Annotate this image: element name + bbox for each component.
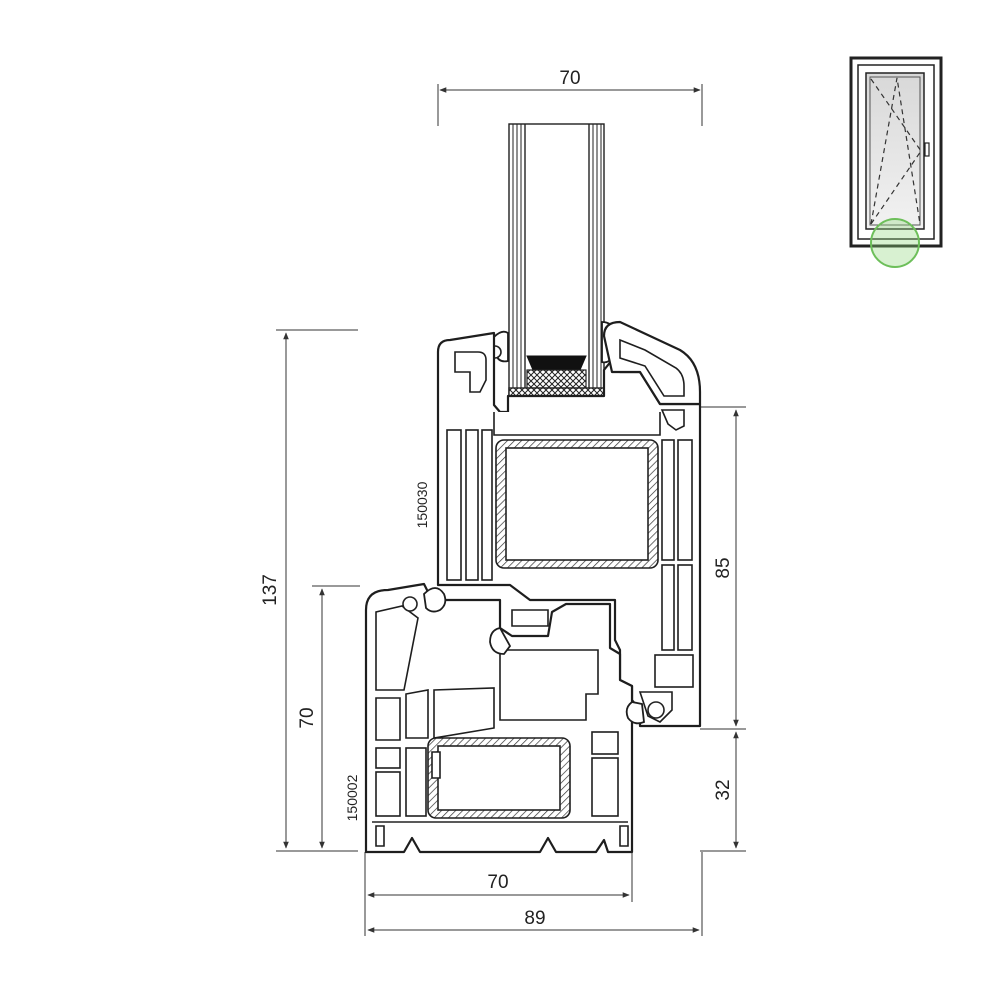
- sash-reinforcement: [495, 439, 659, 569]
- dim-frame-offset: 32: [700, 731, 746, 852]
- dim-glass-width: 70: [437, 68, 703, 126]
- frame-reinforcement: [427, 737, 571, 819]
- svg-text:85: 85: [713, 557, 734, 578]
- dim-sash-height: 85: [700, 406, 746, 730]
- glazing-unit: [508, 123, 660, 411]
- svg-text:70: 70: [297, 707, 318, 728]
- svg-text:70: 70: [487, 872, 508, 893]
- seals: [402, 587, 665, 725]
- svg-text:89: 89: [524, 908, 545, 929]
- dim-frame-height: 70: [297, 585, 360, 849]
- frame-profile-code: 150002: [344, 774, 360, 821]
- sash-profile-code: 150030: [414, 481, 430, 528]
- section-highlight-circle: [870, 218, 920, 268]
- dim-total-height: 137: [260, 329, 358, 852]
- dim-total-depth: 89: [367, 852, 703, 936]
- dim-frame-depth: 70: [364, 852, 633, 936]
- svg-text:137: 137: [260, 574, 281, 606]
- svg-text:70: 70: [559, 68, 580, 89]
- handle-icon: [924, 142, 930, 157]
- window-thumbnail: [849, 56, 943, 268]
- svg-text:32: 32: [713, 779, 734, 800]
